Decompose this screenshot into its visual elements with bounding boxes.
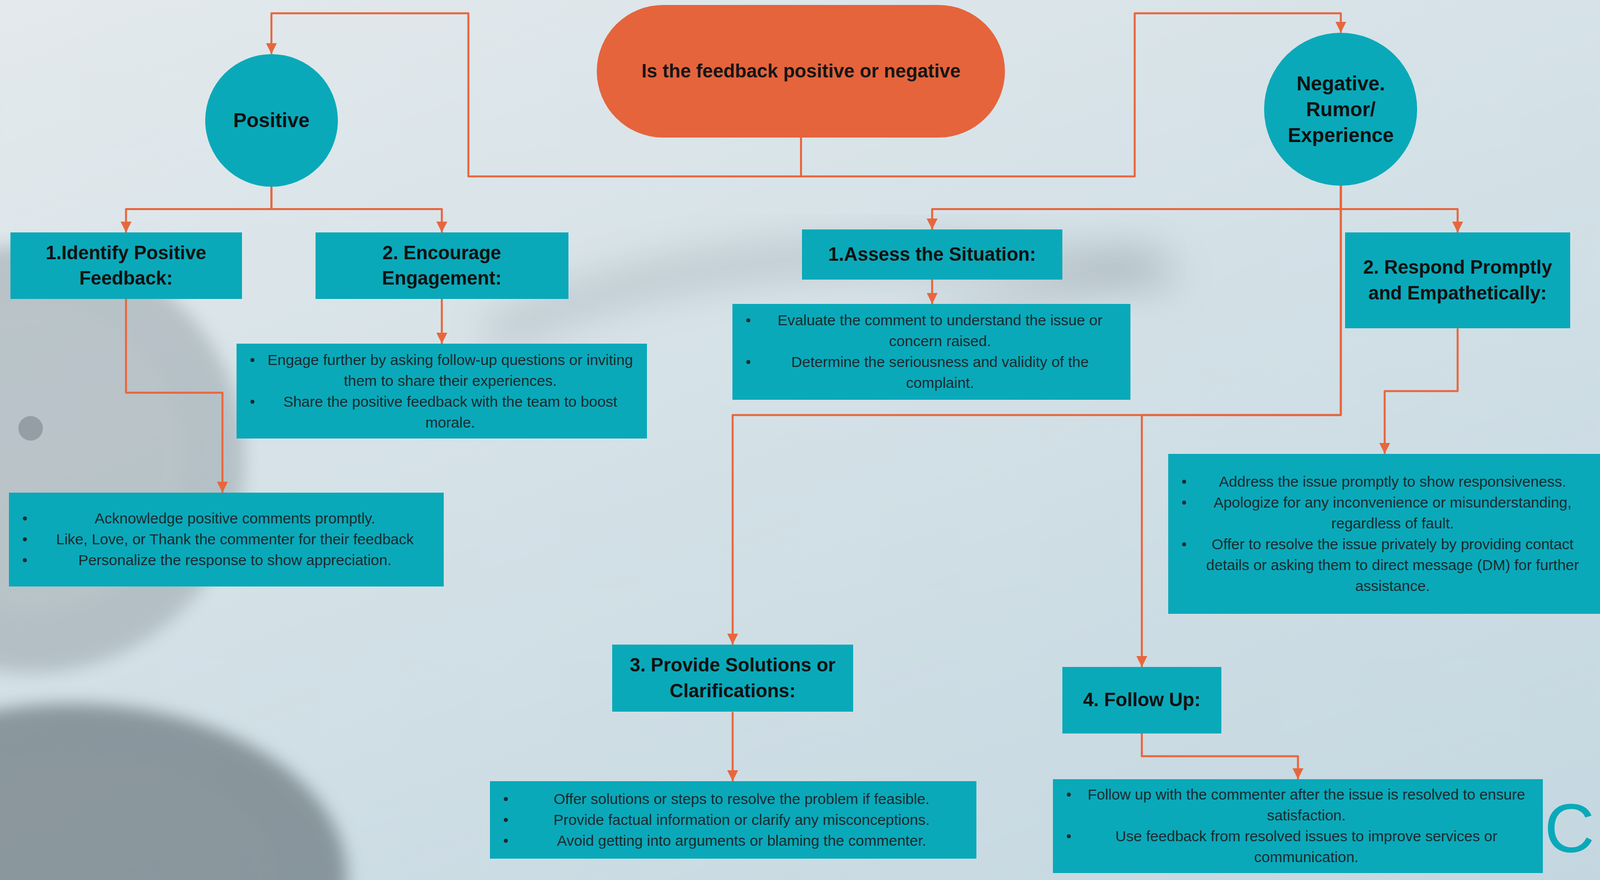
- bullet-text: Engage further by asking follow-up quest…: [265, 349, 636, 392]
- text-row: Positive: [222, 107, 321, 134]
- connector-arrow: [1384, 328, 1458, 455]
- bullet-text: Avoid getting into arguments or blaming …: [518, 830, 965, 852]
- bullet-text: Evaluate the comment to understand the i…: [761, 310, 1119, 352]
- connector-arrow: [1340, 185, 1458, 233]
- connector-arrow: [731, 712, 734, 782]
- bullet-box: Address the issue promptly to show respo…: [1168, 454, 1600, 615]
- circle-fill: [1264, 32, 1418, 186]
- text-row: Follow up with the commenter after the i…: [1060, 784, 1535, 827]
- text-row: Determine the seriousness and validity o…: [740, 351, 1123, 394]
- bullet-dot: [503, 818, 508, 823]
- circle-fill: [205, 54, 338, 187]
- connector-arrow: [1141, 733, 1298, 780]
- bullet-text: Acknowledge positive comments promptly.: [37, 508, 432, 530]
- bullet-box: Evaluate the comment to understand the i…: [732, 304, 1131, 400]
- bullet-dot: [503, 839, 508, 844]
- text-row: Like, Love, or Thank the commenter for t…: [16, 529, 436, 551]
- step-heading: 4. Follow Up:: [1062, 667, 1222, 734]
- text-row: Share the positive feedback with the tea…: [244, 391, 640, 434]
- text-row: Acknowledge positive comments promptly.: [16, 508, 436, 530]
- text-row: Engage further by asking follow-up quest…: [244, 349, 640, 392]
- text-row: 1.Identify Positive Feedback:: [19, 240, 234, 292]
- text-row: Negative. Rumor/ Experience: [1280, 70, 1401, 149]
- bullet-dot: [1182, 480, 1187, 484]
- text-row: Personalize the response to show appreci…: [16, 550, 436, 571]
- connector-arrow: [440, 299, 443, 344]
- bullet-text: Use feedback from resolved issues to imp…: [1081, 826, 1531, 869]
- bullet-dot: [746, 318, 751, 323]
- bullet-box: Acknowledge positive comments promptly.L…: [8, 492, 444, 587]
- bullet-text: Personalize the response to show appreci…: [37, 550, 432, 571]
- bullet-dot: [22, 537, 27, 542]
- pill-fill: [596, 4, 1005, 138]
- text-row: Avoid getting into arguments or blaming …: [497, 830, 969, 852]
- bullet-text: Share the positive feedback with the tea…: [265, 391, 636, 434]
- node-label: 4. Follow Up:: [1071, 687, 1213, 714]
- bullet-text: Address the issue promptly to show respo…: [1197, 471, 1589, 493]
- node-label: 1.Identify Positive Feedback:: [19, 240, 234, 292]
- step-heading: 1.Identify Positive Feedback:: [10, 232, 242, 299]
- bullet-box: Offer solutions or steps to resolve the …: [489, 781, 977, 860]
- branch-circle: Positive: [205, 54, 338, 187]
- node-label: 2. Encourage Engagement:: [324, 240, 560, 292]
- bullet-dot: [746, 360, 751, 365]
- bullet-text: Offer to resolve the issue privately by …: [1197, 534, 1589, 597]
- bullet-dot: [1182, 542, 1187, 547]
- connector-arrow: [126, 186, 272, 233]
- bullet-box: Follow up with the commenter after the i…: [1052, 779, 1543, 874]
- bullet-text: Like, Love, or Thank the commenter for t…: [37, 529, 432, 551]
- text-row: Offer to resolve the issue privately by …: [1176, 534, 1593, 597]
- node-label: 3. Provide Solutions or Clarifications:: [621, 652, 845, 705]
- text-row: Address the issue promptly to show respo…: [1176, 471, 1593, 493]
- branch-circle: Negative. Rumor/ Experience: [1264, 32, 1418, 186]
- text-row: Is the feedback positive or negative: [621, 59, 980, 84]
- step-heading: 2. Respond Promptly and Empathetically:: [1345, 232, 1571, 329]
- step-heading: 2. Encourage Engagement:: [315, 232, 569, 299]
- node-label: Positive: [222, 107, 321, 134]
- logo-letter: C: [1544, 794, 1595, 864]
- bullet-dot: [1066, 834, 1071, 839]
- stethoscope-chestpiece: [0, 244, 245, 674]
- bullet-text: Determine the seriousness and validity o…: [761, 351, 1119, 394]
- text-row: Apologize for any inconvenience or misun…: [1176, 492, 1593, 535]
- bullet-text: Follow up with the commenter after the i…: [1081, 784, 1531, 827]
- node-label: Negative. Rumor/ Experience: [1280, 70, 1401, 149]
- decision-pill: Is the feedback positive or negative: [596, 4, 1005, 138]
- bullet-text: Apologize for any inconvenience or misun…: [1197, 492, 1589, 535]
- text-row: Evaluate the comment to understand the i…: [740, 310, 1123, 352]
- stethoscope-bell-rim: [0, 755, 276, 880]
- step-heading: 1.Assess the Situation:: [801, 229, 1063, 280]
- connector-arrow: [271, 186, 442, 233]
- bullet-box: Engage further by asking follow-up quest…: [236, 343, 647, 439]
- text-row: 2. Respond Promptly and Empathetically:: [1354, 254, 1562, 307]
- node-label: Is the feedback positive or negative: [621, 59, 980, 84]
- text-row: 4. Follow Up:: [1071, 687, 1213, 714]
- node-label: 1.Assess the Situation:: [810, 241, 1054, 268]
- bullet-dot: [250, 400, 255, 404]
- bullet-text: Offer solutions or steps to resolve the …: [518, 789, 965, 810]
- bullet-dot: [22, 516, 27, 521]
- text-row: Use feedback from resolved issues to imp…: [1060, 826, 1535, 869]
- bullet-dot: [250, 358, 255, 363]
- bullet-dot: [1066, 793, 1071, 798]
- bullet-dot: [503, 797, 508, 802]
- node-label: 2. Respond Promptly and Empathetically:: [1354, 254, 1562, 307]
- bullet-text: Provide factual information or clarify a…: [518, 809, 965, 831]
- connector-arrow: [126, 299, 223, 493]
- bullet-dot: [1182, 500, 1187, 505]
- text-row: Provide factual information or clarify a…: [497, 809, 969, 831]
- text-row: 1.Assess the Situation:: [810, 241, 1054, 268]
- step-heading: 3. Provide Solutions or Clarifications:: [612, 644, 854, 713]
- stethoscope-screw: [18, 416, 43, 441]
- text-row: 2. Encourage Engagement:: [324, 240, 560, 292]
- stethoscope-bell: [0, 704, 347, 880]
- bullet-dot: [22, 558, 27, 563]
- connector-arrow: [931, 279, 934, 305]
- connector-arrow: [932, 185, 1341, 230]
- text-row: 3. Provide Solutions or Clarifications:: [621, 652, 845, 705]
- text-row: Offer solutions or steps to resolve the …: [497, 789, 969, 810]
